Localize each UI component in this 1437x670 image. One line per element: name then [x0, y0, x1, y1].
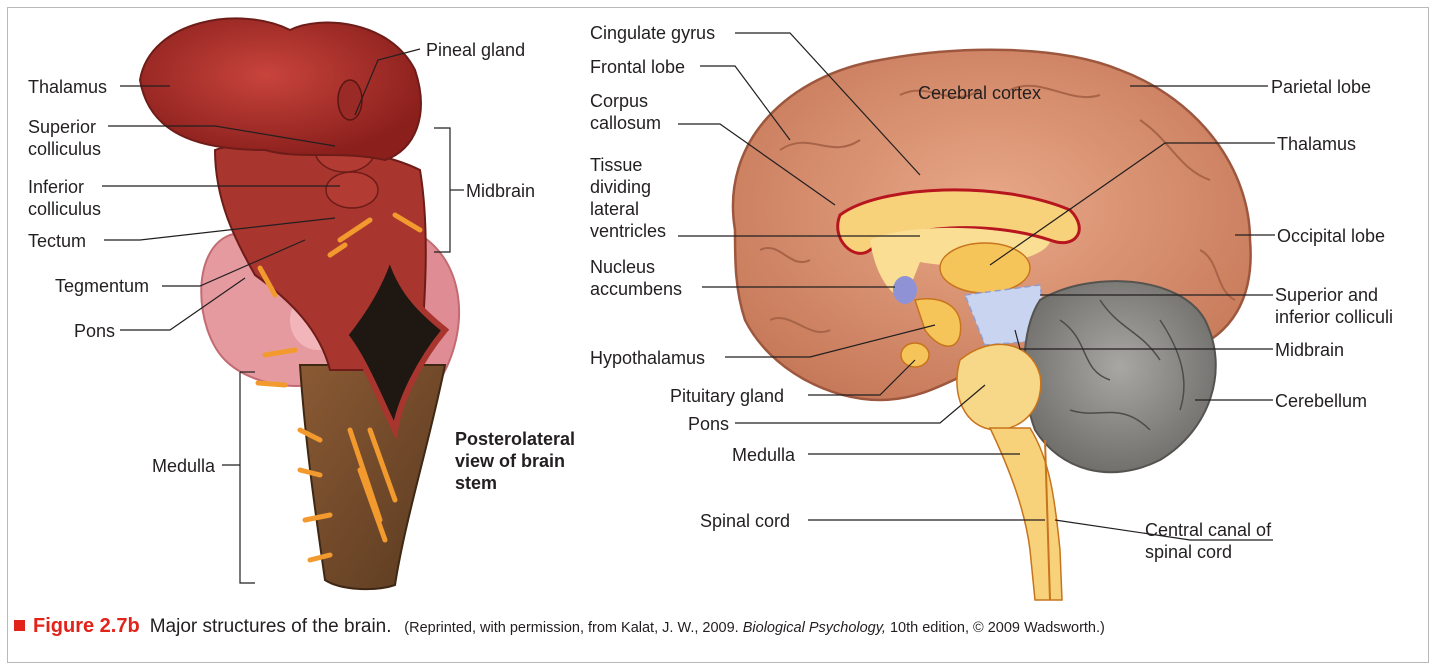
credit-pre: (Reprinted, with permission, from Kalat,… — [404, 620, 738, 636]
label-corpus-callosum: Corpus callosum — [590, 90, 670, 134]
label-midbrain-right: Midbrain — [1275, 339, 1344, 361]
label-tegmentum: Tegmentum — [55, 275, 149, 297]
label-pons: Pons — [74, 320, 115, 342]
caption-square-icon — [14, 620, 25, 631]
label-pituitary-gland: Pituitary gland — [670, 385, 784, 407]
label-midbrain: Midbrain — [466, 180, 535, 202]
label-thalamus: Thalamus — [28, 76, 107, 98]
label-tectum: Tectum — [28, 230, 86, 252]
label-superior-colliculus: Superior colliculus — [28, 116, 112, 160]
label-frontal-lobe: Frontal lobe — [590, 56, 685, 78]
thalamus-sagittal-shape — [940, 243, 1030, 293]
label-occipital-lobe: Occipital lobe — [1277, 225, 1385, 247]
label-tissue-dividing: Tissue dividing lateral ventricles — [590, 154, 680, 242]
label-thalamus-right: Thalamus — [1277, 133, 1356, 155]
nucleus-accumbens-shape — [893, 276, 917, 304]
cerebellum-shape — [1024, 281, 1215, 472]
label-hypothalamus: Hypothalamus — [590, 347, 705, 369]
caption-title: Major structures of the brain. — [150, 616, 392, 637]
label-colliculi: Superior and inferior colliculi — [1275, 284, 1425, 328]
thalamus-shape — [140, 18, 421, 160]
credit-post: 10th edition, © 2009 Wadsworth.) — [890, 620, 1105, 636]
brainstem-drawing — [140, 18, 459, 589]
label-spinal-cord: Spinal cord — [700, 510, 790, 532]
label-pons-right: Pons — [688, 413, 729, 435]
label-cingulate-gyrus: Cingulate gyrus — [590, 22, 715, 44]
label-cerebral-cortex: Cerebral cortex — [918, 82, 1041, 104]
figure-number: Figure 2.7b — [33, 615, 140, 637]
label-nucleus-accumbens: Nucleus accumbens — [590, 256, 700, 300]
label-inferior-colliculus: Inferior colliculus — [28, 176, 112, 220]
label-medulla: Medulla — [152, 455, 215, 477]
credit-book: Biological Psychology, — [743, 620, 886, 636]
caption-credit: (Reprinted, with permission, from Kalat,… — [404, 620, 1105, 636]
pineal-shape — [338, 80, 362, 120]
label-parietal-lobe: Parietal lobe — [1271, 76, 1371, 98]
pons-sagittal-shape — [957, 344, 1041, 430]
inferior-colliculus-shape — [326, 172, 378, 208]
label-cerebellum: Cerebellum — [1275, 390, 1367, 412]
pituitary-shape — [901, 343, 929, 367]
figure-caption: Figure 2.7b Major structures of the brain… — [14, 612, 1414, 642]
view-title: Posterolateral view of brain stem — [455, 428, 575, 494]
sagittal-brain-drawing — [733, 50, 1251, 600]
label-pineal-gland: Pineal gland — [426, 39, 525, 61]
label-medulla-right: Medulla — [732, 444, 795, 466]
label-central-canal: Central canal of spinal cord — [1145, 519, 1295, 563]
